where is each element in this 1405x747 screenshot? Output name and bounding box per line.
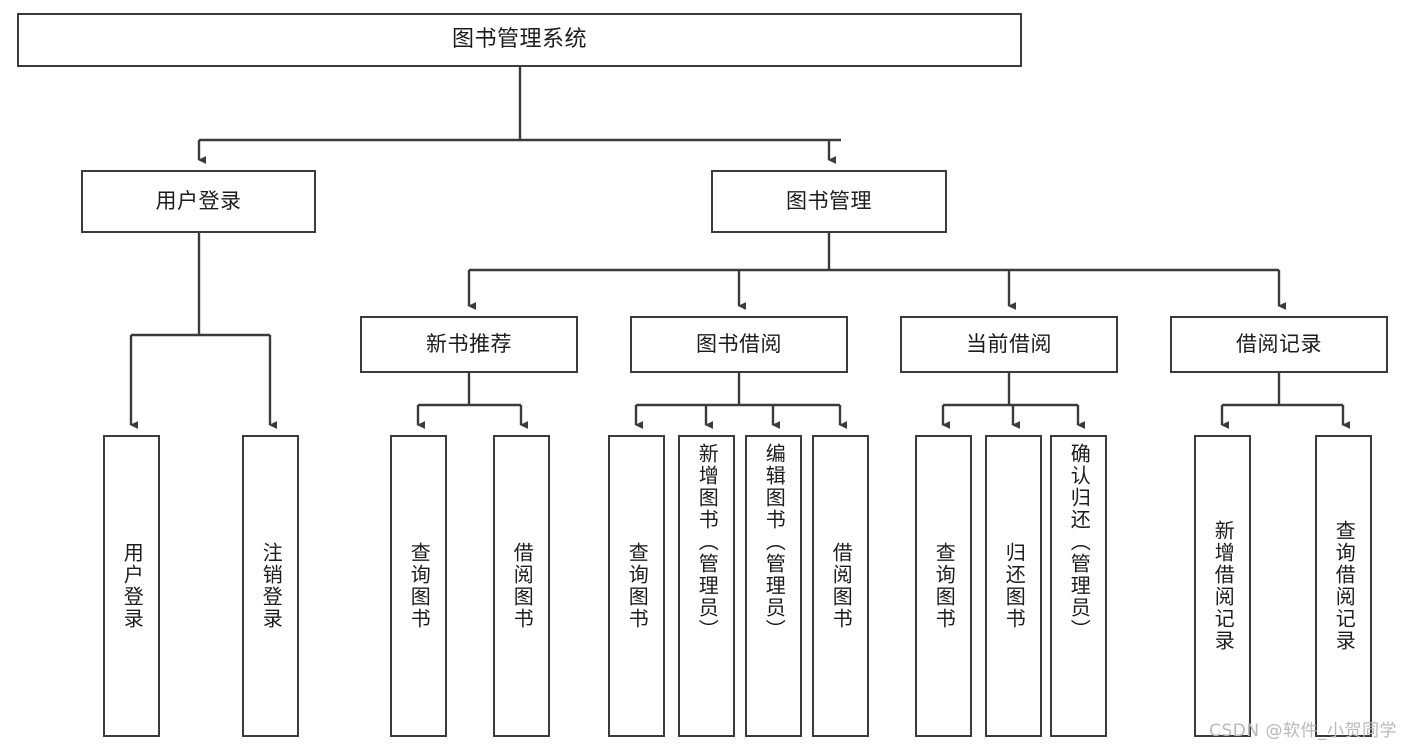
node-leaf-query-record[interactable]: 查询借阅记录: [1315, 435, 1372, 737]
node-leaf-query-book-2[interactable]: 查询图书: [608, 435, 665, 737]
node-leaf-add-book[interactable]: 新增图书（管理员）: [678, 435, 735, 737]
node-leaf-borrow-book-1-label: 借阅图书: [510, 542, 535, 630]
node-leaf-query-record-label: 查询借阅记录: [1332, 520, 1357, 652]
node-root-label: 图书管理系统: [451, 26, 587, 52]
node-leaf-user-login-label: 用户登录: [120, 542, 145, 630]
node-leaf-add-record[interactable]: 新增借阅记录: [1194, 435, 1251, 737]
node-leaf-add-book-label: 新增图书（管理员）: [695, 443, 720, 641]
node-current-borrow[interactable]: 当前借阅: [900, 316, 1118, 373]
node-leaf-user-logout[interactable]: 注销登录: [242, 435, 299, 737]
node-borrow-record[interactable]: 借阅记录: [1170, 316, 1388, 373]
node-book-borrow[interactable]: 图书借阅: [630, 316, 848, 373]
node-leaf-query-book-3-label: 查询图书: [932, 542, 957, 630]
node-leaf-confirm-return[interactable]: 确认归还（管理员）: [1050, 435, 1107, 737]
node-book-management[interactable]: 图书管理: [711, 170, 947, 233]
node-leaf-query-book-3[interactable]: 查询图书: [915, 435, 972, 737]
node-leaf-user-logout-label: 注销登录: [259, 542, 284, 630]
node-leaf-add-record-label: 新增借阅记录: [1211, 520, 1236, 652]
node-borrow-record-label: 借阅记录: [1236, 331, 1322, 356]
node-leaf-borrow-book-2-label: 借阅图书: [829, 542, 854, 630]
node-leaf-return-book[interactable]: 归还图书: [985, 435, 1042, 737]
node-new-book-recommend[interactable]: 新书推荐: [360, 316, 578, 373]
node-book-management-label: 图书管理: [786, 188, 872, 213]
node-leaf-borrow-book-2[interactable]: 借阅图书: [812, 435, 869, 737]
node-new-book-recommend-label: 新书推荐: [426, 331, 512, 356]
node-user-login-label: 用户登录: [155, 188, 242, 213]
node-book-borrow-label: 图书借阅: [696, 331, 782, 356]
node-leaf-query-book-1-label: 查询图书: [407, 542, 432, 630]
node-current-borrow-label: 当前借阅: [966, 331, 1052, 356]
node-leaf-user-login[interactable]: 用户登录: [103, 435, 160, 737]
node-leaf-query-book-1[interactable]: 查询图书: [390, 435, 447, 737]
node-leaf-return-book-label: 归还图书: [1002, 542, 1027, 630]
node-leaf-query-book-2-label: 查询图书: [625, 542, 650, 630]
node-leaf-confirm-return-label: 确认归还（管理员）: [1067, 443, 1092, 641]
node-leaf-borrow-book-1[interactable]: 借阅图书: [493, 435, 550, 737]
node-user-login[interactable]: 用户登录: [81, 170, 316, 233]
node-leaf-edit-book-label: 编辑图书（管理员）: [762, 443, 787, 641]
node-leaf-edit-book[interactable]: 编辑图书（管理员）: [745, 435, 802, 737]
node-root[interactable]: 图书管理系统: [17, 13, 1022, 67]
